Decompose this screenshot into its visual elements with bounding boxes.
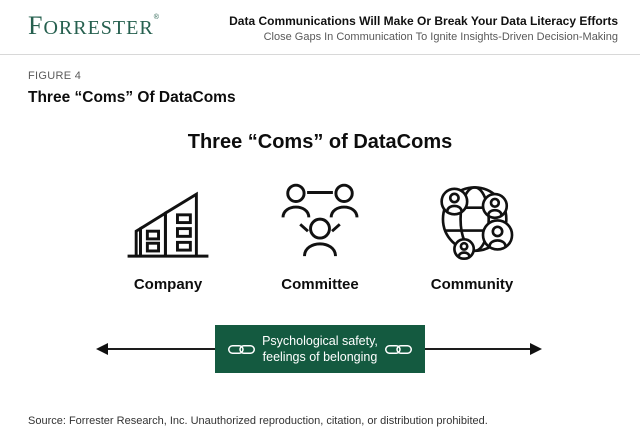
banner-line-1: Psychological safety, [262,333,378,348]
diagram-item-company: Company [112,176,224,293]
globe-people-icon [428,176,516,264]
figure-heading: Three “Coms” Of DataComs [28,89,236,106]
banner-text: Psychological safety, feelings of belong… [262,333,378,366]
committee-label: Committee [281,276,359,293]
diagram-item-community: Community [416,176,528,293]
diagram-item-committee: Committee [264,176,376,293]
banner-line-2: feelings of belonging [262,350,378,364]
datacoms-diagram: Three “Coms” of DataComs [0,131,640,377]
psychological-safety-banner: Psychological safety, feelings of belong… [215,325,425,373]
arrow-left-head-icon [96,343,108,355]
building-icon [124,176,212,264]
community-label: Community [430,276,514,293]
report-title-block: Data Communications Will Make Or Break Y… [229,13,618,44]
company-label: Company [133,276,203,293]
source-attribution: Source: Forrester Research, Inc. Unautho… [28,415,488,427]
registered-trademark-symbol: ® [153,14,159,21]
diagram-title: Three “Coms” of DataComs [187,131,453,153]
safety-arrow-zone: Psychological safety, feelings of belong… [0,321,640,377]
report-subtitle: Close Gaps In Communication To Ignite In… [263,31,618,43]
chain-link-icon [228,344,256,354]
forrester-logo: FORRESTER® [28,13,159,39]
report-title: Data Communications Will Make Or Break Y… [229,14,618,28]
arrow-right-head-icon [530,343,542,355]
people-network-icon [276,176,364,264]
figure-number-label: FIGURE 4 [28,70,82,82]
forrester-logo-text: FORRESTER [28,11,154,40]
report-header: FORRESTER® Data Communications Will Make… [0,0,640,55]
chain-link-icon [384,344,412,354]
diagram-icons-row: Company Commi [0,176,640,293]
